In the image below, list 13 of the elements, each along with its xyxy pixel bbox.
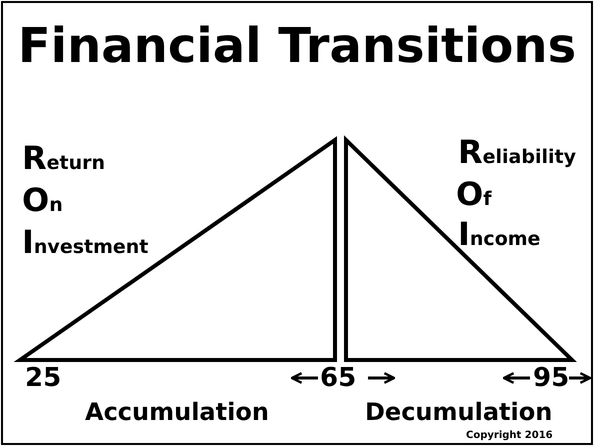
acronym-word: Reliability <box>458 136 576 168</box>
acronym-word: On <box>22 184 63 216</box>
phase-label: Accumulation <box>85 400 269 424</box>
acronym-word: Return <box>22 142 106 174</box>
axis-number: 65 <box>320 365 356 391</box>
axis-number: 25 <box>25 365 62 391</box>
phase-label: Decumulation <box>365 400 552 424</box>
title: Financial Transitions <box>16 22 578 70</box>
copyright-note: Copyright 2016 <box>466 431 553 441</box>
acronym-word: Investment <box>22 226 148 258</box>
axis-number: 95 <box>533 365 570 391</box>
acronym-word: Income <box>458 218 540 250</box>
acronym-word: Of <box>456 178 492 210</box>
